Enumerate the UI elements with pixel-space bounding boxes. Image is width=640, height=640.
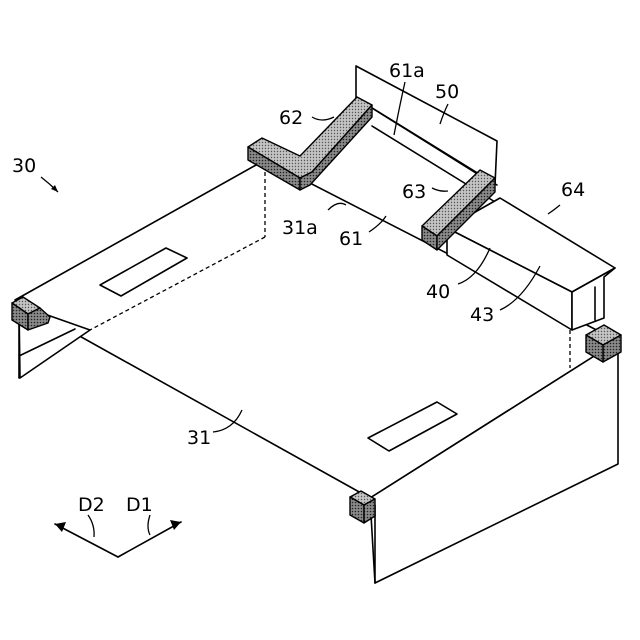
label-d1: D1 xyxy=(126,494,153,516)
label-50: 50 xyxy=(435,81,459,103)
label-64: 64 xyxy=(561,179,585,201)
label-43: 43 xyxy=(470,304,494,326)
label-63: 63 xyxy=(402,181,426,203)
label-61: 61 xyxy=(339,228,363,250)
label-31a: 31a xyxy=(282,217,318,239)
back-plate-50 xyxy=(356,66,497,185)
label-31: 31 xyxy=(187,427,211,449)
label-d2: D2 xyxy=(78,494,105,516)
label-61a: 61a xyxy=(389,60,425,82)
direction-arrows xyxy=(55,515,181,557)
label-30: 30 xyxy=(12,155,36,177)
label-62: 62 xyxy=(279,107,303,129)
label-40: 40 xyxy=(426,281,450,303)
